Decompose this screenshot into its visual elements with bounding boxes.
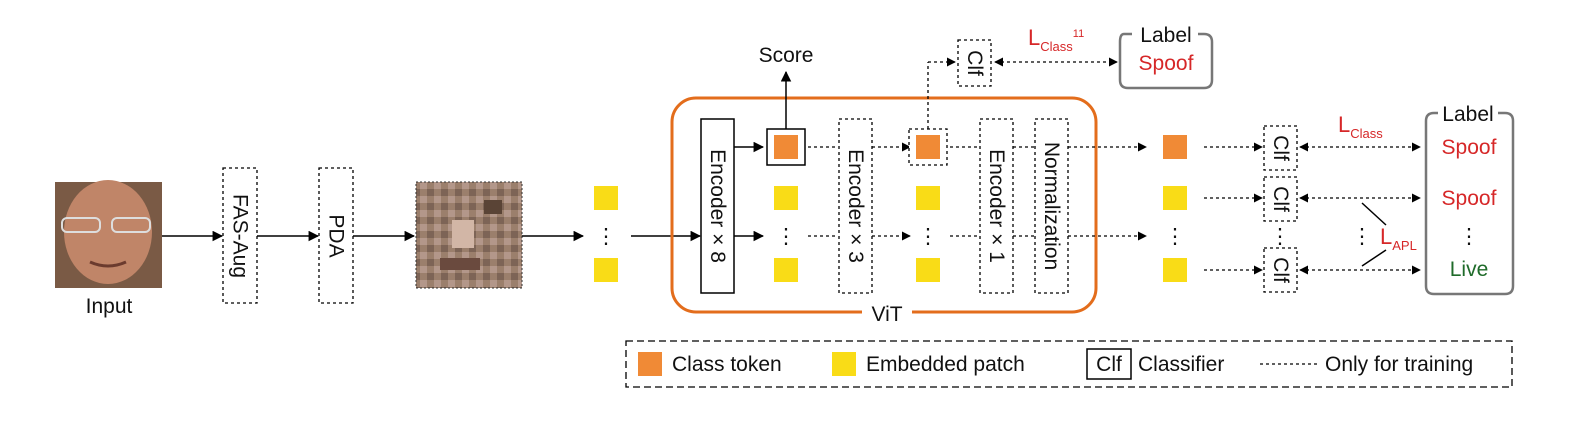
- clf-box-patch: [1263, 176, 1298, 222]
- vit-container: [670, 96, 1098, 314]
- vit-label-bg: [862, 302, 912, 324]
- input-label: Input: [86, 295, 133, 318]
- embedded-patch-token: [1163, 258, 1187, 282]
- legend-box: [625, 340, 1513, 388]
- legend-embedded-patch-swatch: [832, 352, 856, 376]
- ellipsis: ⋮: [918, 225, 939, 248]
- clf-box-intermediate: [957, 39, 992, 87]
- legend-class-token: Class token: [672, 353, 782, 376]
- embedded-patch-token: [774, 258, 798, 282]
- embedded-patch-token: [774, 186, 798, 210]
- legend-embedded-patch: Embedded patch: [866, 353, 1025, 376]
- clf-label: Clf: [963, 50, 986, 76]
- pda-label: PDA: [325, 214, 348, 257]
- clf-box-class: [1263, 125, 1298, 171]
- clf-label: Clf: [1269, 257, 1292, 283]
- label-value: Spoof: [1442, 136, 1497, 159]
- label-value-top: Spoof: [1139, 52, 1194, 75]
- encoder-8-label: Encoder × 8: [706, 149, 729, 263]
- encoder-3-box: [838, 118, 873, 294]
- clf-label: Clf: [1269, 135, 1292, 161]
- apl-pointer: [1361, 249, 1387, 267]
- ellipsis: ⋮: [1270, 225, 1291, 248]
- label-value: Live: [1450, 258, 1489, 281]
- fas-aug-box: [222, 167, 258, 304]
- loss-class: LClass: [1338, 112, 1383, 141]
- legend-class-token-swatch: [638, 352, 662, 376]
- legend-clf-label: Clf: [1096, 353, 1122, 376]
- encoder-1-box: [979, 118, 1014, 294]
- encoder-3-label: Encoder × 3: [844, 149, 867, 263]
- label-title-right: Label: [1442, 103, 1493, 126]
- input-face-image: [55, 180, 162, 288]
- fas-aug-label: FAS-Aug: [229, 194, 252, 278]
- class-token: [1163, 135, 1187, 159]
- apl-pointer: [1361, 202, 1387, 226]
- legend-clf-box: [1086, 348, 1132, 380]
- loss-class-11: LClass11: [1028, 25, 1084, 54]
- label-box-top: [1118, 32, 1214, 90]
- embedded-patch-token: [594, 258, 618, 282]
- ellipsis: ⋮: [1165, 225, 1186, 248]
- embedded-patch-token: [916, 186, 940, 210]
- ellipsis: ⋮: [776, 225, 797, 248]
- vit-label: ViT: [871, 303, 902, 326]
- legend-classifier: Classifier: [1138, 353, 1224, 376]
- score-label: Score: [759, 44, 814, 67]
- pda-box: [318, 167, 354, 304]
- ellipsis: ⋮: [1352, 225, 1373, 248]
- class-token: [774, 135, 798, 159]
- label-title-top: Label: [1140, 24, 1191, 47]
- label-value: Spoof: [1442, 187, 1497, 210]
- clf-label: Clf: [1269, 186, 1292, 212]
- class-token: [916, 135, 940, 159]
- normalization-label: Normalization: [1040, 142, 1063, 270]
- encoder-8-box: [700, 118, 735, 294]
- label-value-ellipsis: ⋮: [1459, 225, 1480, 248]
- embedded-patch-token: [1163, 186, 1187, 210]
- clf-box-patch: [1263, 247, 1298, 293]
- embedded-patch-token: [916, 258, 940, 282]
- patched-face-image: [415, 181, 523, 289]
- loss-apl: LAPL: [1380, 224, 1417, 253]
- embedded-patch-token: [594, 186, 618, 210]
- label-box-right: [1424, 111, 1515, 296]
- ellipsis: ⋮: [596, 225, 617, 248]
- normalization-box: [1034, 118, 1069, 294]
- legend-only-training: Only for training: [1325, 353, 1473, 376]
- encoder-1-label: Encoder × 1: [985, 149, 1008, 263]
